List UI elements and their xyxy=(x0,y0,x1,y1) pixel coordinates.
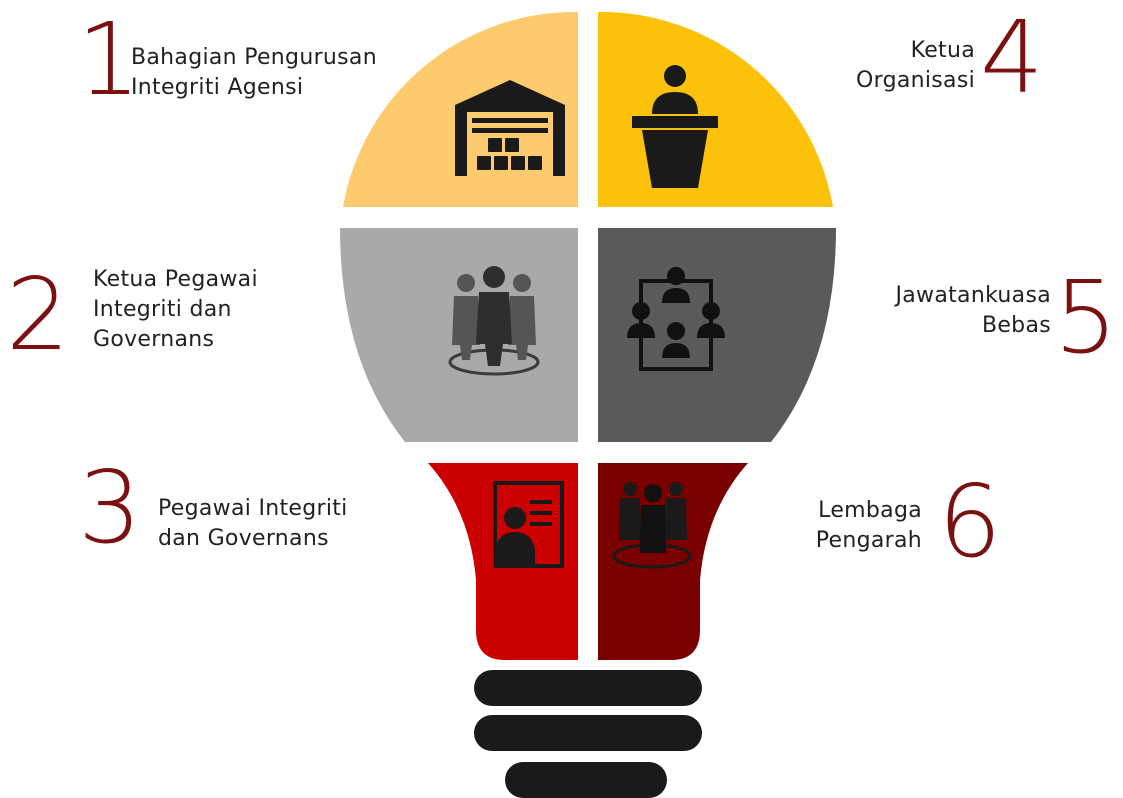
step-number-4: 4 xyxy=(980,0,1044,116)
step-label-1-line-2: Integriti Agensi xyxy=(131,75,304,100)
step-label-3-line-2: dan Governans xyxy=(158,526,329,551)
profile-card-icon xyxy=(493,481,564,568)
step-label-5: Jawatankuasa Bebas xyxy=(895,281,1051,341)
step-label-3: Pegawai Integriti dan Governans xyxy=(158,494,348,554)
step-number-5: 5 xyxy=(1054,259,1118,376)
bulb-base-stripe-2 xyxy=(474,715,702,751)
step-label-4-line-1: Ketua xyxy=(910,38,975,63)
board-group-icon xyxy=(612,482,692,569)
step-number-2: 2 xyxy=(6,256,70,373)
speaker-podium-icon xyxy=(632,65,718,188)
step-label-5-line-2: Bebas xyxy=(981,313,1051,338)
step-label-3-line-1: Pegawai Integriti xyxy=(158,496,348,521)
step-number-6: 6 xyxy=(938,463,1002,580)
bulb-base-stripe-3 xyxy=(505,762,667,798)
step-label-2-line-1: Ketua Pegawai xyxy=(93,267,258,292)
step-label-4: Ketua Organisasi xyxy=(856,36,975,96)
step-label-2-line-3: Governans xyxy=(93,327,215,352)
step-label-6-line-2: Pengarah xyxy=(815,528,922,553)
warehouse-icon xyxy=(455,80,565,176)
step-label-1-line-1: Bahagian Pengurusan xyxy=(131,45,377,70)
segment-4 xyxy=(598,11,833,207)
step-label-5-line-1: Jawatankuasa xyxy=(895,283,1051,308)
step-label-1: Bahagian Pengurusan Integriti Agensi xyxy=(131,43,377,103)
step-label-2-line-2: Integriti dan xyxy=(93,297,232,322)
committee-icon xyxy=(627,267,725,371)
step-number-3: 3 xyxy=(78,449,142,566)
bulb-base-stripe-1 xyxy=(474,670,702,706)
step-number-1: 1 xyxy=(77,1,141,118)
step-label-4-line-2: Organisasi xyxy=(856,68,975,93)
team-leader-icon xyxy=(448,266,540,376)
step-label-6-line-1: Lembaga xyxy=(818,498,922,523)
step-label-2: Ketua Pegawai Integriti dan Governans xyxy=(93,265,258,355)
step-label-6: Lembaga Pengarah xyxy=(816,496,922,556)
